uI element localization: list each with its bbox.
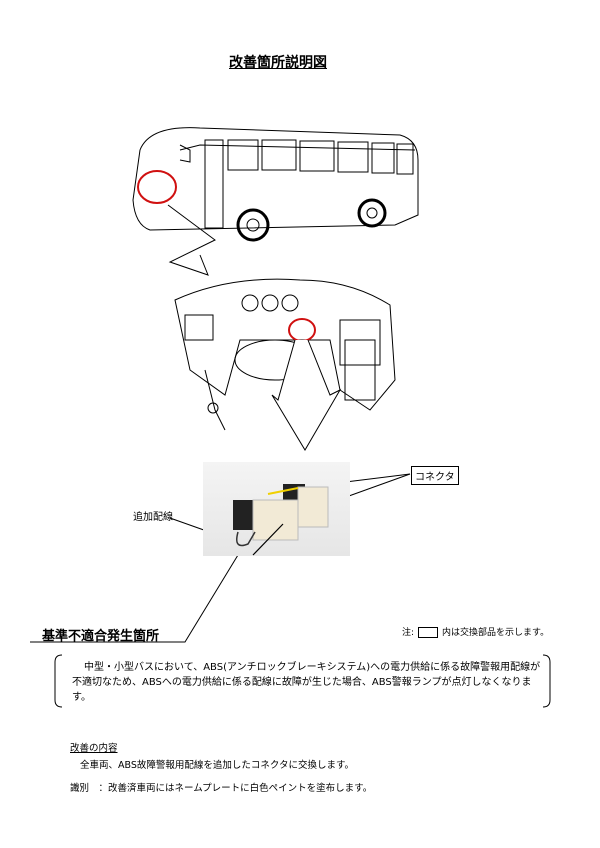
note-suffix: 内は交換部品を示します。: [442, 628, 550, 638]
note-prefix: 注:: [402, 628, 415, 638]
connector-graphic: [233, 484, 329, 556]
connector-photo: [203, 462, 350, 556]
page-title: 改善箇所説明図: [229, 55, 327, 71]
replacement-note: 注: 内は交換部品を示します。: [402, 625, 549, 638]
improvement-heading: 改善の内容: [70, 743, 118, 754]
nonconformity-location-label: 基準不適合発生箇所: [42, 629, 160, 644]
legend-box: [418, 627, 439, 638]
defect-description: 中型・小型バスにおいて、ABS(アンチロックブレーキシステム)への電力供給に係る…: [72, 662, 541, 703]
description-bracket: [54, 654, 551, 708]
bus-illustration: [132, 127, 419, 276]
dashboard-illustration: [174, 278, 396, 451]
added-wiring-label: 追加配線: [133, 512, 173, 523]
identification-text: 識別 ：改善済車両にはネームプレートに白色ペイントを塗布します。: [70, 783, 373, 794]
connector-label: コネクタ: [411, 466, 459, 485]
improvement-body: 全車両、ABS故障警報用配線を追加したコネクタに交換します。: [80, 760, 355, 771]
